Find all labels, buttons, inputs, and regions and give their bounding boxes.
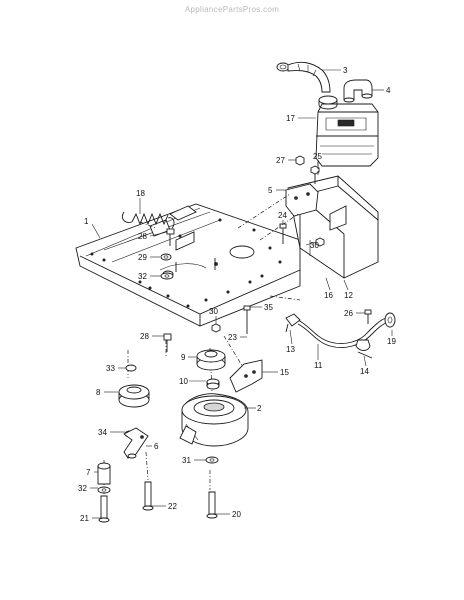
callout-30b: 30 — [310, 241, 319, 250]
fuel-line — [297, 317, 389, 348]
callout-27: 27 — [276, 156, 285, 165]
callout-24: 24 — [278, 211, 287, 220]
bolt-30-lower — [211, 323, 221, 333]
bolt-26 — [364, 309, 372, 324]
shield-bracket — [285, 183, 319, 217]
fuel-tank — [315, 103, 379, 167]
alignment-line — [223, 335, 247, 373]
callout-8: 8 — [96, 388, 101, 397]
watermark: AppliancePartsPros.com — [184, 5, 280, 14]
callout-34: 34 — [98, 428, 107, 437]
callout-30a: 30 — [209, 307, 218, 316]
bolt-35 — [243, 305, 251, 334]
idler-arm-6 — [123, 427, 149, 459]
fuel-cap — [318, 95, 338, 110]
callout-32b: 32 — [78, 484, 87, 493]
bolt-25 — [310, 165, 320, 184]
callout-14: 14 — [360, 367, 369, 376]
idler-bracket — [149, 205, 197, 251]
leader-lines — [90, 69, 393, 519]
bolt-28-lower — [163, 333, 172, 352]
deck-plate — [75, 203, 301, 327]
idler-pulley-9 — [196, 349, 226, 371]
callout-28a: 28 — [138, 232, 147, 241]
callout-26: 26 — [344, 309, 353, 318]
fuel-fitting-19 — [384, 312, 396, 328]
callout-32a: 32 — [138, 272, 147, 281]
callout-21: 21 — [80, 514, 89, 523]
filler-neck-hose — [343, 79, 373, 103]
callout-18: 18 — [136, 189, 145, 198]
callout-5: 5 — [268, 186, 273, 195]
callout-35: 35 — [264, 303, 273, 312]
bolt-28-upper — [166, 228, 175, 246]
washer-33 — [125, 364, 137, 372]
alignment-line — [237, 193, 291, 229]
nut-30-right — [315, 237, 325, 247]
callout-19: 19 — [387, 337, 396, 346]
spacer-10 — [206, 378, 220, 390]
nut-27 — [295, 155, 305, 166]
callout-22: 22 — [168, 502, 177, 511]
callout-2: 2 — [257, 404, 262, 413]
spacer-7 — [97, 462, 111, 485]
fuel-line-clamp-14 — [355, 339, 373, 359]
callout-9: 9 — [181, 353, 186, 362]
nut-29 — [160, 253, 172, 261]
bolt-20 — [206, 491, 218, 519]
callout-29: 29 — [138, 253, 147, 262]
callout-28b: 28 — [140, 332, 149, 341]
callout-6: 6 — [154, 442, 159, 451]
callout-13: 13 — [286, 345, 295, 354]
electric-clutch — [179, 393, 249, 447]
callout-17: 17 — [286, 114, 295, 123]
alignment-line — [145, 451, 149, 481]
fuel-hose — [276, 61, 331, 93]
callout-15: 15 — [280, 368, 289, 377]
washer-32-upper — [160, 272, 174, 280]
pulley-8 — [118, 384, 150, 408]
callout-23: 23 — [228, 333, 237, 342]
callout-11: 11 — [314, 361, 323, 370]
callout-33: 33 — [106, 364, 115, 373]
callout-12: 12 — [344, 291, 353, 300]
alignment-line — [139, 221, 157, 229]
callout-16: 16 — [324, 291, 333, 300]
alignment-line — [269, 295, 301, 301]
washer-31 — [205, 456, 219, 464]
washer-32-lower — [97, 486, 111, 494]
callout-10: 10 — [179, 377, 188, 386]
callout-31: 31 — [182, 456, 191, 465]
tension-spring — [121, 211, 175, 229]
alignment-line — [259, 213, 299, 241]
callout-25: 25 — [313, 152, 322, 161]
callout-7: 7 — [86, 468, 91, 477]
callout-4: 4 — [386, 86, 391, 95]
idler-arm-15 — [229, 359, 263, 393]
callout-1: 1 — [84, 217, 89, 226]
fuel-fitting-13 — [285, 313, 301, 333]
callout-20: 20 — [232, 510, 241, 519]
callout-3: 3 — [343, 66, 348, 75]
